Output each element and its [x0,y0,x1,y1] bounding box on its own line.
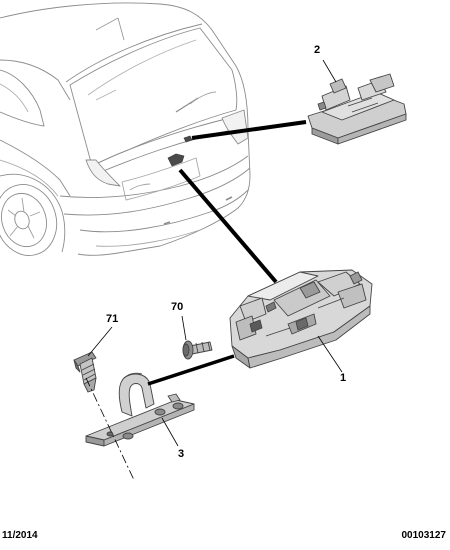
car-rear-illustration [0,2,251,256]
callout-part-70: 70 [171,301,184,313]
callout-part-3: 3 [178,448,185,460]
part-71-screw [73,351,97,393]
screw-axis-line [85,377,135,481]
part-3-striker [85,372,195,447]
part-2-tailgate-switch [307,73,407,145]
callout-part-2: 2 [314,44,321,56]
footer-date: 11/2014 [2,530,38,541]
part-1-tailgate-lock [229,269,373,369]
assembly-arrows [147,120,307,386]
callout-leaders [87,59,343,447]
part-70-bolt [182,340,213,360]
callout-part-71: 71 [106,313,119,325]
callout-part-1: 1 [340,372,347,384]
footer-reference: 00103127 [401,530,447,541]
tailgate-badge [167,135,193,167]
